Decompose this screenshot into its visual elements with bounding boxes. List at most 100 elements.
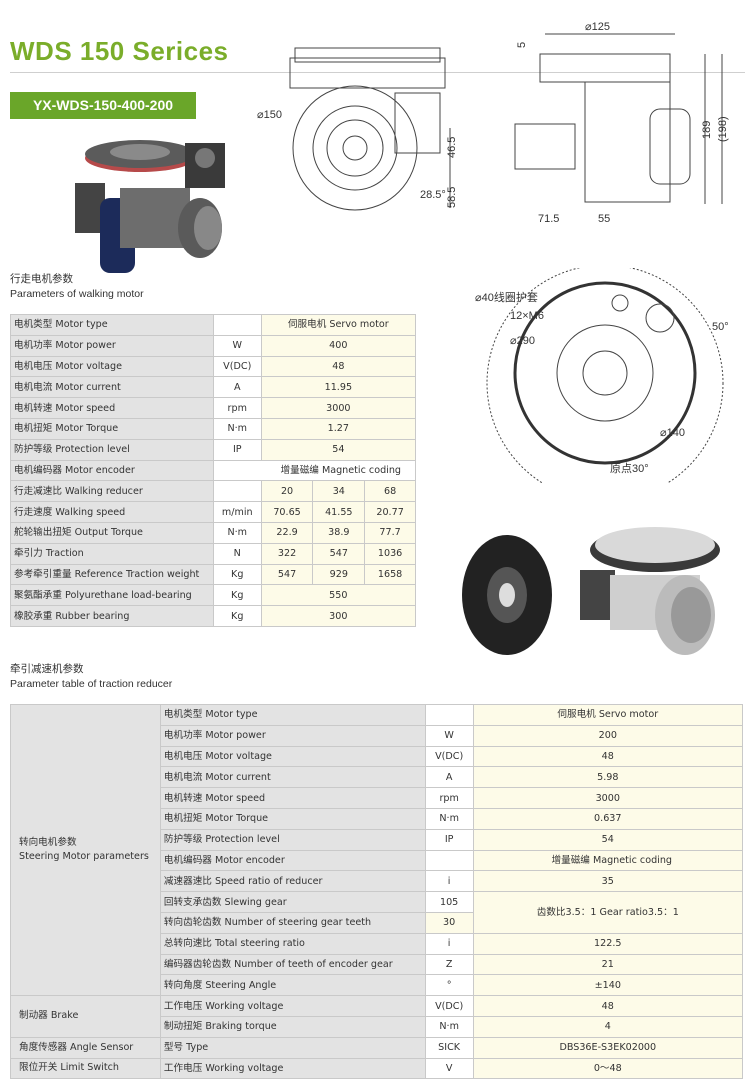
param-unit: N·m bbox=[212, 521, 262, 544]
param-label: 回转支承齿数 Slewing gear bbox=[159, 891, 426, 913]
param-value: 1036 bbox=[364, 542, 416, 565]
reducer-heading: 牵引减速机参数 Parameter table of traction redu… bbox=[10, 662, 172, 692]
param-label: 电机转速 Motor speed bbox=[159, 787, 426, 809]
param-unit: IP bbox=[424, 828, 474, 851]
param-unit: N·m bbox=[424, 1015, 474, 1038]
group-steering-en: Steering Motor parameters bbox=[19, 851, 149, 863]
param-label: 电机类型 Motor type bbox=[10, 314, 214, 336]
dim-d125: ⌀125 bbox=[585, 21, 610, 33]
param-unit: rpm bbox=[212, 397, 262, 419]
reducer-heading-cn: 牵引减速机参数 bbox=[10, 663, 84, 675]
param-value: 77.7 bbox=[364, 521, 416, 544]
dim-189: 189 bbox=[701, 121, 713, 139]
param-unit: V(DC) bbox=[424, 745, 474, 768]
param-unit bbox=[212, 480, 262, 503]
param-unit bbox=[424, 849, 474, 872]
dim-d140: ⌀140 bbox=[660, 427, 685, 439]
walking-heading: 行走电机参数 Parameters of walking motor bbox=[10, 272, 144, 302]
param-value: 38.9 bbox=[312, 521, 366, 544]
param-unit: N bbox=[212, 542, 262, 565]
param-label: 电机扭矩 Motor Torque bbox=[159, 807, 426, 830]
param-label: 行走减速比 Walking reducer bbox=[10, 480, 214, 503]
table-row: 转向角度 Steering Angle°±140 bbox=[11, 974, 744, 997]
param-unit: W bbox=[424, 724, 474, 747]
param-label: 编码器齿轮齿数 Number of teeth of encoder gear bbox=[159, 953, 426, 976]
param-value: 20.77 bbox=[364, 501, 416, 523]
dim-71-5: 71.5 bbox=[538, 213, 559, 225]
group-steering-cn: 转向电机参数 bbox=[19, 837, 77, 849]
param-value: 41.55 bbox=[312, 501, 366, 523]
param-unit: Kg bbox=[212, 605, 262, 627]
param-value: 54 bbox=[260, 438, 417, 461]
param-value: 35 bbox=[472, 870, 744, 893]
param-unit: N·m bbox=[212, 417, 262, 440]
param-value: 300 bbox=[260, 605, 417, 627]
param-value: 547 bbox=[260, 563, 314, 586]
dim-origin: 原点30° bbox=[610, 462, 649, 475]
model-badge: YX-WDS-150-400-200 bbox=[10, 92, 196, 119]
param-value: 21 bbox=[472, 953, 744, 976]
dim-198: (198) bbox=[717, 116, 729, 142]
param-value: 22.9 bbox=[260, 521, 314, 544]
param-label: 防护等级 Protection level bbox=[10, 438, 214, 461]
param-label: 舵轮输出扭矩 Output Torque bbox=[10, 521, 214, 544]
param-label: 工作电压 Working voltage bbox=[159, 995, 426, 1017]
param-label: 转向齿轮齿数 Number of steering gear teeth bbox=[159, 911, 426, 934]
param-value: 547 bbox=[312, 542, 366, 565]
page-title: WDS 150 Serices bbox=[10, 36, 229, 66]
param-label: 电机功率 Motor power bbox=[159, 724, 426, 747]
dim-55: 55 bbox=[598, 213, 610, 225]
param-value: 齿数比3.5：1 Gear ratio3.5：1 bbox=[472, 891, 744, 934]
param-value: 48 bbox=[472, 745, 744, 768]
param-unit: rpm bbox=[424, 787, 474, 809]
param-label: 电机电压 Motor voltage bbox=[10, 355, 214, 378]
param-unit: ° bbox=[424, 974, 474, 997]
param-unit: 30 bbox=[424, 911, 474, 934]
param-unit bbox=[424, 704, 474, 726]
param-unit: m/min bbox=[212, 501, 262, 523]
param-label: 橡胶承重 Rubber bearing bbox=[10, 605, 214, 627]
param-value: 54 bbox=[472, 828, 744, 851]
param-value: 400 bbox=[260, 334, 417, 357]
param-unit: Z bbox=[424, 953, 474, 976]
param-label: 电机功率 Motor power bbox=[10, 334, 214, 357]
param-label: 参考牵引重量 Reference Traction weight bbox=[10, 563, 214, 586]
group-angle-sensor: 角度传感器 Angle Sensor bbox=[10, 1036, 161, 1059]
param-value: 48 bbox=[260, 355, 417, 378]
param-value: 伺服电机 Servo motor bbox=[472, 704, 744, 726]
param-value: 0～48 bbox=[472, 1057, 744, 1080]
dim-50: 50° bbox=[712, 321, 729, 333]
product-image bbox=[75, 140, 225, 273]
param-label: 防护等级 Protection level bbox=[159, 828, 426, 851]
param-unit: V(DC) bbox=[212, 355, 262, 378]
param-unit: i bbox=[424, 870, 474, 893]
param-value: 550 bbox=[260, 584, 417, 607]
param-value: 68 bbox=[364, 480, 416, 503]
param-label: 总转向速比 Total steering ratio bbox=[159, 932, 426, 955]
param-label: 减速器速比 Speed ratio of reducer bbox=[159, 870, 426, 893]
param-value: 3000 bbox=[260, 397, 417, 419]
dim-d290: ⌀290 bbox=[510, 335, 535, 347]
dim-guard: ⌀40线圈护套 bbox=[475, 290, 538, 304]
param-value: 322 bbox=[260, 542, 314, 565]
group-steering: 转向电机参数 Steering Motor parameters bbox=[10, 703, 161, 997]
param-unit: SICK bbox=[424, 1036, 474, 1059]
param-value: 48 bbox=[472, 995, 744, 1017]
